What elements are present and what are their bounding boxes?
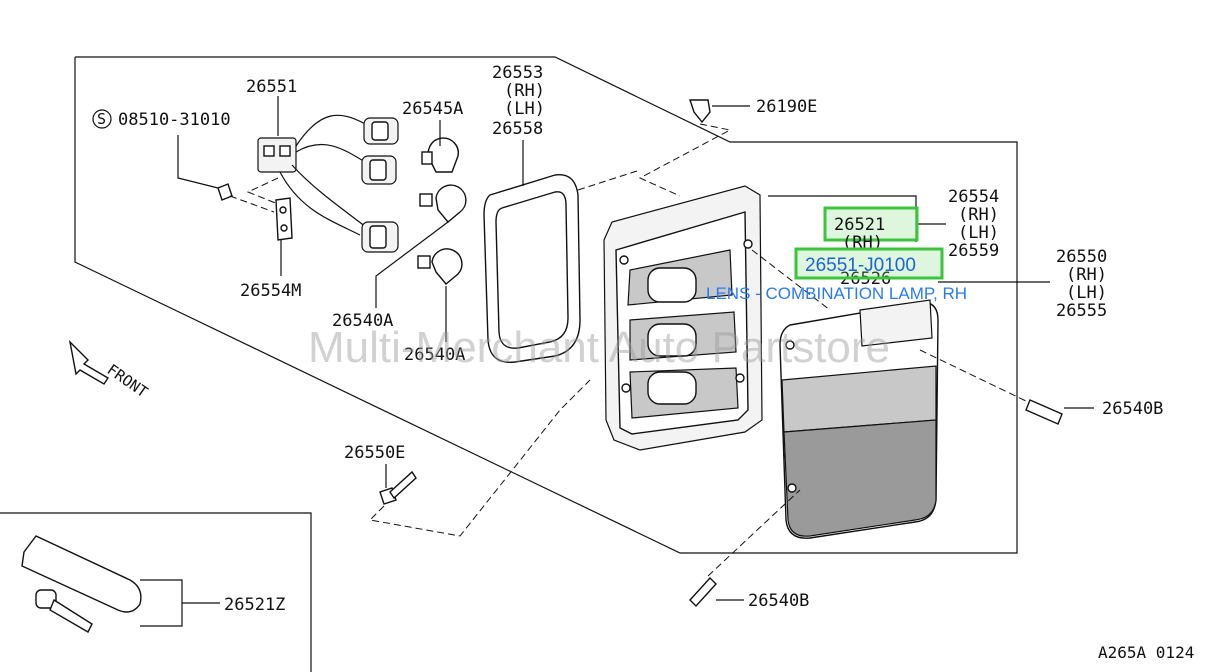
screw-26540B-bottom: [689, 576, 717, 608]
wiring-harness: [257, 114, 373, 236]
leader-26551-dash: [246, 177, 279, 205]
s-badge-label: S: [97, 110, 106, 128]
clip-dash: [638, 123, 732, 197]
label-26558[interactable]: 26558: [492, 119, 543, 139]
label-26540B-2[interactable]: 26540B: [748, 591, 809, 611]
leader-26521Z: [140, 579, 220, 627]
label-26540A-2[interactable]: 26540A: [404, 345, 465, 365]
screw-path-dash: [229, 195, 275, 213]
main-frame-outline: [74, 56, 1018, 554]
screw-right-dash: [919, 349, 1029, 403]
sealant-frame: [0, 512, 312, 672]
front-label: FRONT: [104, 361, 151, 402]
label-26554-rh: (RH): [958, 205, 999, 225]
bulb-26540A-lower: [417, 248, 463, 285]
label-26190E[interactable]: 26190E: [756, 97, 817, 117]
label-26540B-1[interactable]: 26540B: [1102, 399, 1163, 419]
nut-26550E: [379, 470, 417, 505]
label-26559[interactable]: 26559: [948, 241, 999, 261]
label-26521[interactable]: 26521: [834, 215, 885, 235]
label-26554[interactable]: 26554: [948, 187, 999, 207]
diagram-ref-code: A265A 0124: [1098, 643, 1194, 662]
leader-08510: [177, 135, 219, 189]
label-26555[interactable]: 26555: [1056, 301, 1107, 321]
highlight-box-26521: [823, 206, 919, 242]
lamp-housing-26554: [603, 185, 763, 451]
label-26551[interactable]: 26551: [246, 77, 297, 97]
label-26553-lh: (LH): [504, 99, 545, 119]
screw-26540B-right: [1025, 399, 1063, 425]
label-26521Z[interactable]: 26521Z: [224, 595, 285, 615]
lens-combination-lamp-26550: [779, 299, 939, 539]
bulb-socket-upper: [363, 117, 399, 145]
label-26550-rh: (RH): [1066, 265, 1107, 285]
label-26553[interactable]: 26553: [492, 63, 543, 83]
label-26554-lh: (LH): [958, 223, 999, 243]
watermark: Multi-Merchant Auto Partstore: [308, 323, 890, 372]
bracket-26554M: [275, 197, 293, 241]
selected-part-description[interactable]: LENS - COMBINATION LAMP, RH: [706, 284, 967, 303]
label-26554M[interactable]: 26554M: [240, 281, 301, 301]
label-26550E[interactable]: 26550E: [344, 443, 405, 463]
label-08510-31010[interactable]: 08510-31010: [118, 110, 231, 130]
label-26540A-1[interactable]: 26540A: [332, 311, 393, 331]
clip-26190E: [689, 99, 711, 124]
highlight-box-selected-part: [794, 247, 944, 280]
leader-26540A-1: [375, 221, 449, 308]
selected-part-number[interactable]: 26551-J0100: [805, 255, 916, 276]
label-26550-lh: (LH): [1066, 283, 1107, 303]
nut-dash: [368, 379, 591, 537]
label-26550[interactable]: 26550: [1056, 247, 1107, 267]
front-arrow-icon: [68, 339, 109, 385]
sealant-tube-26521Z: [21, 535, 142, 633]
bulb-socket-lower: [361, 221, 399, 253]
label-26553-rh: (RH): [504, 81, 545, 101]
screw-bottom-dash: [707, 489, 801, 577]
bulb-socket-middle: [361, 155, 397, 185]
screw-08510-31010: [217, 183, 233, 201]
bulb-26540A-upper: [419, 184, 467, 223]
bulb-26545A: [421, 137, 459, 173]
s-badge: S: [92, 109, 112, 129]
label-26545A[interactable]: 26545A: [402, 99, 463, 119]
housing-dash: [751, 249, 831, 311]
gasket-26558: [483, 173, 581, 364]
gasket-dash: [577, 169, 641, 191]
